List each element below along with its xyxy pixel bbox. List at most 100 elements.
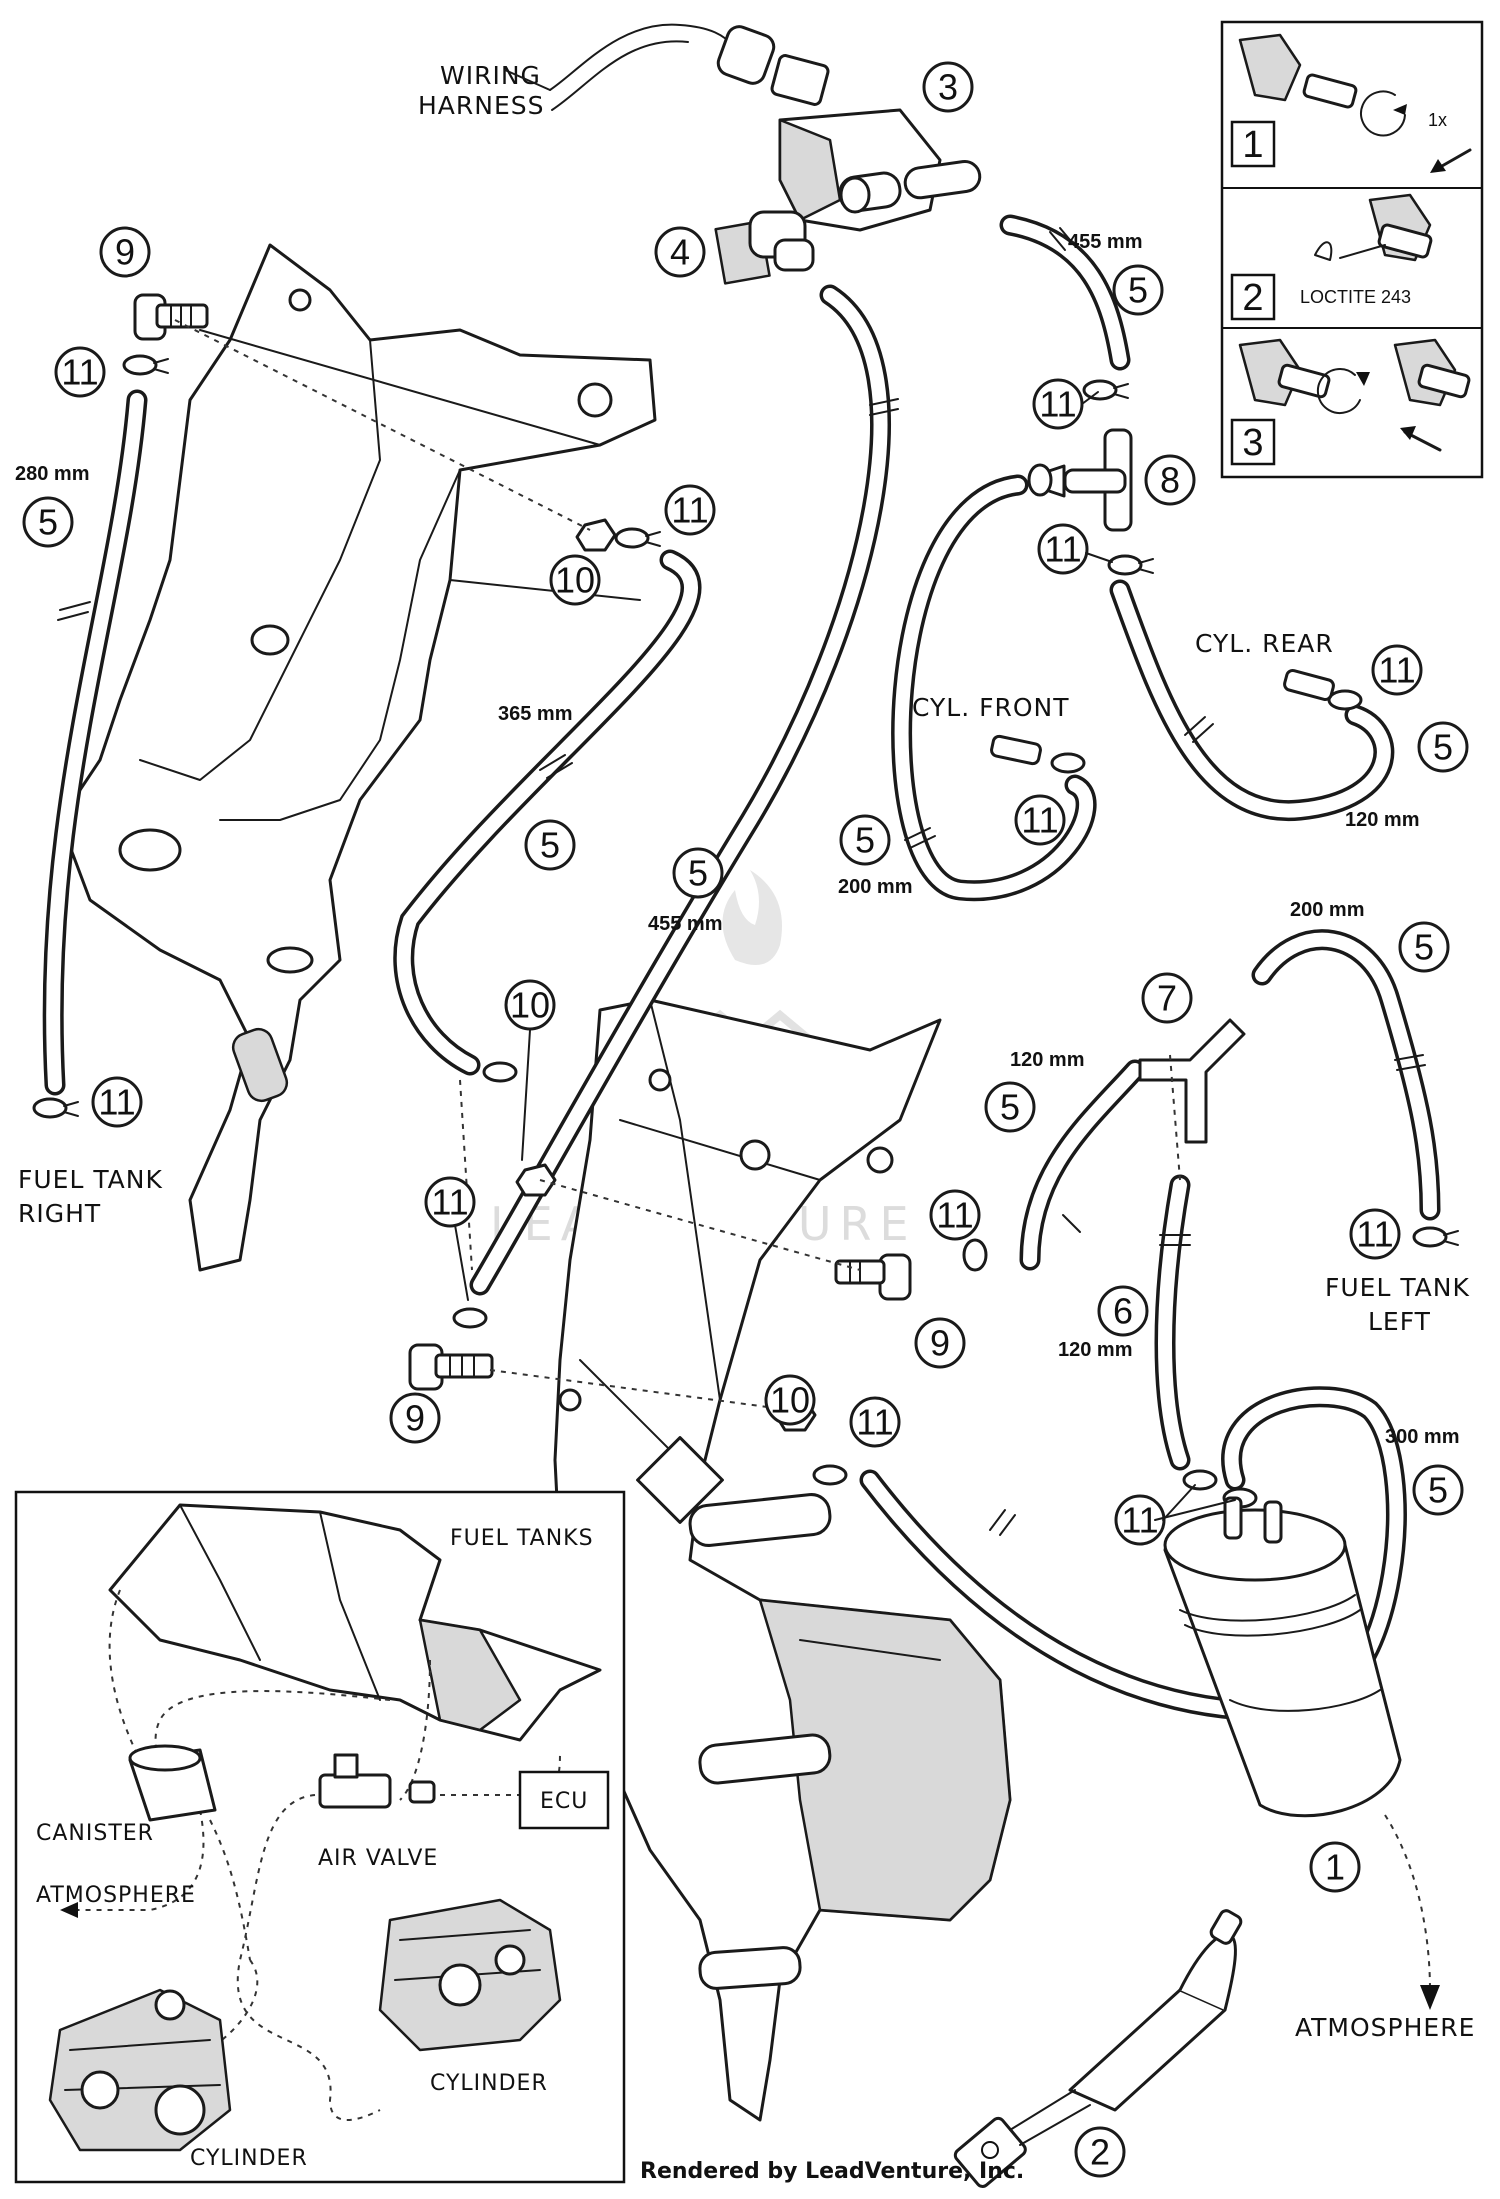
callout-5-h: 5 [984, 1081, 1036, 1133]
callout-4: 4 [654, 226, 706, 278]
svg-text:6: 6 [1113, 1291, 1133, 1332]
svg-text:5: 5 [38, 502, 58, 543]
wiring-harness-label-2: HARNESS [418, 91, 545, 120]
svg-text:2: 2 [1090, 2132, 1110, 2173]
callout-7: 7 [1141, 972, 1193, 1024]
svg-text:5: 5 [540, 825, 560, 866]
measurement-120-seven: 120 mm [1010, 1049, 1085, 1071]
labels: WIRING HARNESS FUEL TANK RIGHT FUEL TANK… [18, 61, 1475, 2042]
leader-lines [454, 69, 1236, 1521]
svg-text:1: 1 [1325, 1847, 1345, 1888]
callout-5-e: 5 [839, 814, 891, 866]
callout-9-c: 9 [389, 1392, 441, 1444]
wiring-harness-label-1: WIRING [440, 61, 541, 90]
callout-11-k: 11 [849, 1396, 901, 1448]
callout-2: 2 [1074, 2126, 1126, 2178]
callout-11-j: 11 [1349, 1208, 1401, 1260]
svg-text:11: 11 [1378, 650, 1415, 691]
svg-text:10: 10 [510, 985, 550, 1026]
svg-text:11: 11 [98, 1082, 135, 1123]
callout-5-d: 5 [672, 847, 724, 899]
inset-canister-label: CANISTER [36, 1821, 154, 1846]
callout-11-e: 11 [1371, 644, 1423, 696]
fuel-tank-right [58, 243, 657, 1272]
drain-hose [953, 1909, 1243, 2188]
elbow-fittings [133, 293, 912, 1391]
svg-text:5: 5 [1433, 727, 1453, 768]
fuel-tank-left-label-1: FUEL TANK [1325, 1273, 1470, 1302]
inset-atmosphere-label: ATMOSPHERE [36, 1883, 196, 1908]
step1-number: 1 [1242, 124, 1263, 166]
measurement-200-left: 200 mm [1290, 899, 1365, 921]
t-piece [1038, 428, 1133, 532]
step1-note: 1x [1428, 110, 1447, 130]
step2-number: 2 [1242, 277, 1263, 319]
callout-10-c: 10 [764, 1374, 816, 1426]
svg-text:10: 10 [555, 560, 595, 601]
svg-text:7: 7 [1157, 978, 1177, 1019]
inset-fuel-tanks-label: FUEL TANKS [450, 1526, 594, 1551]
bracket [714, 210, 815, 285]
svg-text:9: 9 [930, 1323, 950, 1364]
inset-cylinder-left-label: CYLINDER [190, 2146, 308, 2171]
svg-text:9: 9 [405, 1398, 425, 1439]
svg-text:3: 3 [938, 67, 958, 108]
callout-8: 8 [1144, 454, 1196, 506]
fuel-tank-left-label-2: LEFT [1368, 1307, 1431, 1336]
inset-air-valve-label: AIR VALVE [318, 1846, 438, 1871]
step2-note: LOCTITE 243 [1300, 287, 1411, 307]
atmosphere-label: ATMOSPHERE [1295, 2013, 1475, 2042]
svg-text:5: 5 [1414, 927, 1434, 968]
measurement-200-front: 200 mm [838, 876, 913, 898]
svg-text:11: 11 [1039, 384, 1076, 425]
svg-text:5: 5 [688, 853, 708, 894]
callout-1: 1 [1309, 1841, 1361, 1893]
svg-text:11: 11 [671, 490, 708, 531]
measurement-300: 300 mm [1385, 1426, 1460, 1448]
callout-11-h: 11 [424, 1176, 476, 1228]
svg-text:5: 5 [855, 820, 875, 861]
svg-text:5: 5 [1000, 1087, 1020, 1128]
svg-text:11: 11 [856, 1402, 893, 1443]
measurement-120-rear: 120 mm [1345, 809, 1420, 831]
svg-text:5: 5 [1128, 270, 1148, 311]
callout-11-i: 11 [929, 1189, 981, 1241]
svg-text:11: 11 [61, 352, 98, 393]
callout-5-i: 5 [1412, 1464, 1464, 1516]
callout-5-c: 5 [524, 819, 576, 871]
assembly-lines [174, 319, 1181, 1411]
callout-6: 6 [1097, 1285, 1149, 1337]
callouts: 1 2 3 4 5 5 5 5 5 5 5 5 5 6 7 8 9 9 9 10… [22, 61, 1469, 2178]
measurement-280: 280 mm [15, 463, 90, 485]
measurement-455-top: 455 mm [1068, 231, 1143, 253]
svg-text:9: 9 [115, 232, 135, 273]
callout-3: 3 [922, 61, 974, 113]
svg-text:11: 11 [1356, 1214, 1393, 1255]
callout-5-b: 5 [22, 496, 74, 548]
callout-9-b: 9 [914, 1317, 966, 1369]
svg-text:11: 11 [1021, 800, 1058, 841]
callout-5-a: 5 [1112, 264, 1164, 316]
callout-11-f: 11 [1014, 794, 1066, 846]
svg-text:5: 5 [1428, 1470, 1448, 1511]
cylinder-nipples [990, 668, 1335, 766]
callout-10-b: 10 [504, 979, 556, 1031]
svg-text:11: 11 [936, 1195, 973, 1236]
callout-11-b: 11 [664, 484, 716, 536]
svg-text:10: 10 [770, 1380, 810, 1421]
cyl-rear-label: CYL. REAR [1195, 629, 1334, 658]
fuel-tank-right-label-1: FUEL TANK [18, 1165, 163, 1194]
callout-11-d: 11 [1037, 523, 1089, 575]
inset-cylinder-right-label: CYLINDER [430, 2071, 548, 2096]
inset-ecu-label: ECU [540, 1789, 588, 1814]
measurements: 455 mm 280 mm 365 mm 455 mm 200 mm 120 m… [15, 231, 1460, 1448]
svg-text:11: 11 [1121, 1500, 1158, 1541]
callout-5-g: 5 [1398, 921, 1450, 973]
svg-text:4: 4 [670, 232, 690, 273]
y-piece [1138, 1018, 1246, 1144]
measurement-455-mid: 455 mm [648, 913, 723, 935]
svg-text:8: 8 [1160, 460, 1180, 501]
svg-text:11: 11 [431, 1182, 468, 1223]
clamps [32, 354, 1459, 1509]
